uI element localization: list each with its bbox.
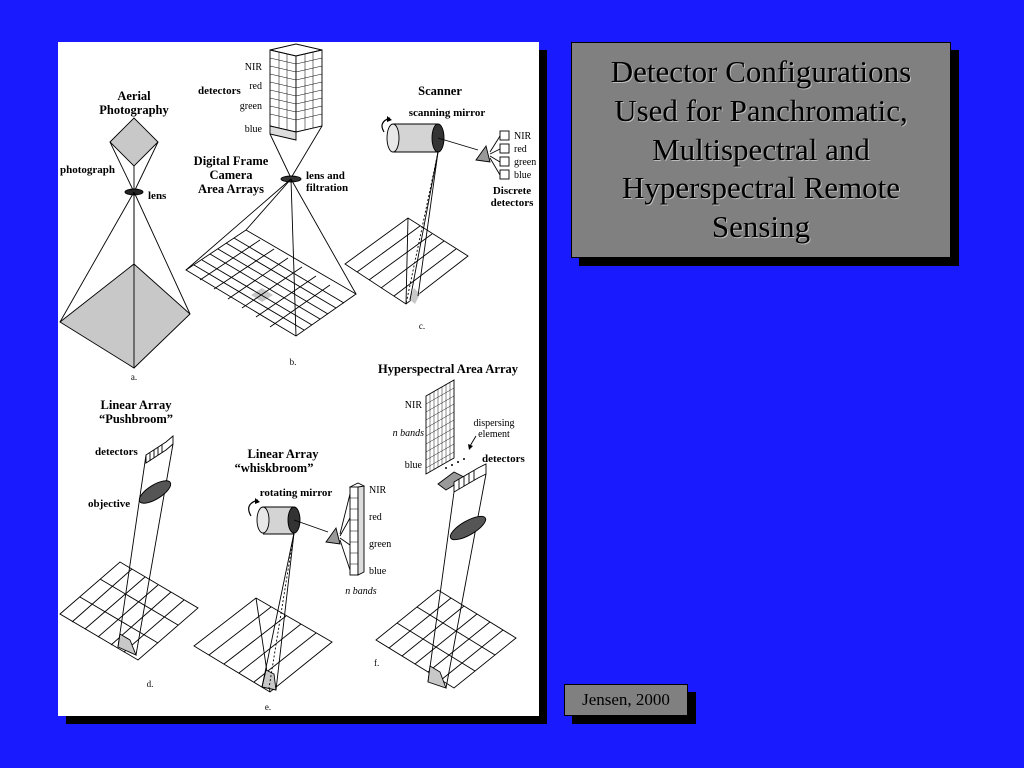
objective-label: objective bbox=[88, 498, 130, 510]
scanning-mirror-icon bbox=[386, 123, 400, 153]
panel-d: Linear Array “Pushbroom” detectors objec… bbox=[59, 398, 199, 689]
blue-label-c: blue bbox=[514, 170, 532, 181]
prism-icon-c bbox=[475, 144, 491, 163]
ground-grid-b bbox=[185, 229, 357, 337]
detectors-label-b: detectors bbox=[198, 85, 241, 97]
panel-b-title-2: Camera bbox=[209, 168, 253, 182]
panel-b-caption: b. bbox=[290, 357, 297, 367]
panel-d-title-2: “Pushbroom” bbox=[99, 412, 173, 426]
slide-title: Detector Configurations Used for Panchro… bbox=[610, 54, 912, 245]
lens-filtration-label-2: filtration bbox=[306, 182, 348, 194]
panel-c: Scanner scanning mirror NIR red green bl… bbox=[344, 84, 536, 331]
dispersing-element-label-2: element bbox=[478, 429, 510, 440]
nir-label-e: NIR bbox=[369, 485, 387, 496]
panel-a-title-2: Photography bbox=[99, 103, 169, 117]
discrete-detectors-label-1: Discrete bbox=[493, 185, 531, 197]
panel-e: Linear Array “whiskbroom” rotating mirro… bbox=[193, 447, 391, 712]
panel-b-title-1: Digital Frame bbox=[194, 154, 269, 168]
panel-c-caption: c. bbox=[419, 321, 425, 331]
detector-configurations-diagram: Aerial Photography photograph lens a. bbox=[59, 43, 536, 712]
nir-label-f: NIR bbox=[405, 400, 423, 411]
panel-a-title-1: Aerial bbox=[117, 89, 151, 103]
discrete-detectors-label-2: detectors bbox=[491, 197, 534, 209]
panel-b: detectors NIR red green blue Digital Fra… bbox=[185, 43, 357, 367]
detectors-label-d: detectors bbox=[95, 446, 138, 458]
title-box: Detector Configurations Used for Panchro… bbox=[571, 42, 951, 258]
blue-label-b: blue bbox=[245, 124, 263, 135]
n-bands-label-e: n bands bbox=[345, 586, 377, 597]
nir-label-b: NIR bbox=[245, 62, 263, 73]
panel-e-title-2: “whiskbroom” bbox=[235, 461, 314, 475]
ground-grid-e bbox=[193, 597, 333, 693]
citation-box: Jensen, 2000 bbox=[564, 684, 688, 716]
panel-e-title-1: Linear Array bbox=[248, 447, 320, 461]
panel-d-caption: d. bbox=[147, 679, 154, 689]
hyperspectral-lens-icon bbox=[449, 515, 487, 541]
nir-label-c: NIR bbox=[514, 131, 532, 142]
ground-grid-c bbox=[344, 217, 469, 305]
green-label-b: green bbox=[240, 101, 262, 112]
lens-filtration-label-1: lens and bbox=[306, 170, 345, 182]
panel-f-title: Hyperspectral Area Array bbox=[378, 362, 519, 376]
ground-grid-f bbox=[375, 589, 517, 689]
red-label-b: red bbox=[249, 81, 262, 92]
dispersing-element-label-1: dispersing bbox=[473, 418, 514, 429]
blue-label-f: blue bbox=[405, 460, 423, 471]
panel-b-title-3: Area Arrays bbox=[198, 182, 264, 196]
green-label-e: green bbox=[369, 539, 391, 550]
panel-d-title-1: Linear Array bbox=[101, 398, 173, 412]
figure-panel: Aerial Photography photograph lens a. bbox=[58, 42, 539, 716]
linear-detector-array-e bbox=[348, 482, 366, 576]
photograph-plane bbox=[109, 117, 159, 167]
lens-label: lens bbox=[148, 190, 167, 202]
ground-footprint bbox=[59, 263, 191, 369]
n-bands-label-f: n bands bbox=[393, 428, 425, 439]
red-label-e: red bbox=[369, 512, 382, 523]
panel-c-title: Scanner bbox=[418, 84, 462, 98]
discrete-detector-cubes bbox=[499, 130, 510, 180]
scanning-mirror-label: scanning mirror bbox=[409, 107, 486, 119]
green-label-c: green bbox=[514, 157, 536, 168]
objective-lens-icon bbox=[138, 480, 172, 504]
cube-grid bbox=[269, 52, 323, 130]
panel-a-caption: a. bbox=[131, 372, 137, 382]
panel-a: Aerial Photography photograph lens a. bbox=[59, 89, 191, 382]
panel-f-caption: f. bbox=[374, 658, 379, 668]
citation-text: Jensen, 2000 bbox=[582, 690, 670, 709]
photograph-label: photograph bbox=[60, 164, 115, 176]
detectors-label-f: detectors bbox=[482, 453, 525, 465]
red-label-c: red bbox=[514, 144, 527, 155]
ground-grid-d bbox=[59, 561, 199, 661]
prism-icon-e bbox=[325, 526, 341, 545]
hyperspectral-detector-grid bbox=[425, 379, 455, 475]
panel-f: Hyperspectral Area Array NIR n bands blu… bbox=[374, 362, 525, 689]
panel-e-caption: e. bbox=[265, 702, 271, 712]
rotating-mirror-icon bbox=[256, 506, 270, 534]
blue-label-e: blue bbox=[369, 566, 387, 577]
rotating-mirror-label: rotating mirror bbox=[260, 487, 333, 499]
